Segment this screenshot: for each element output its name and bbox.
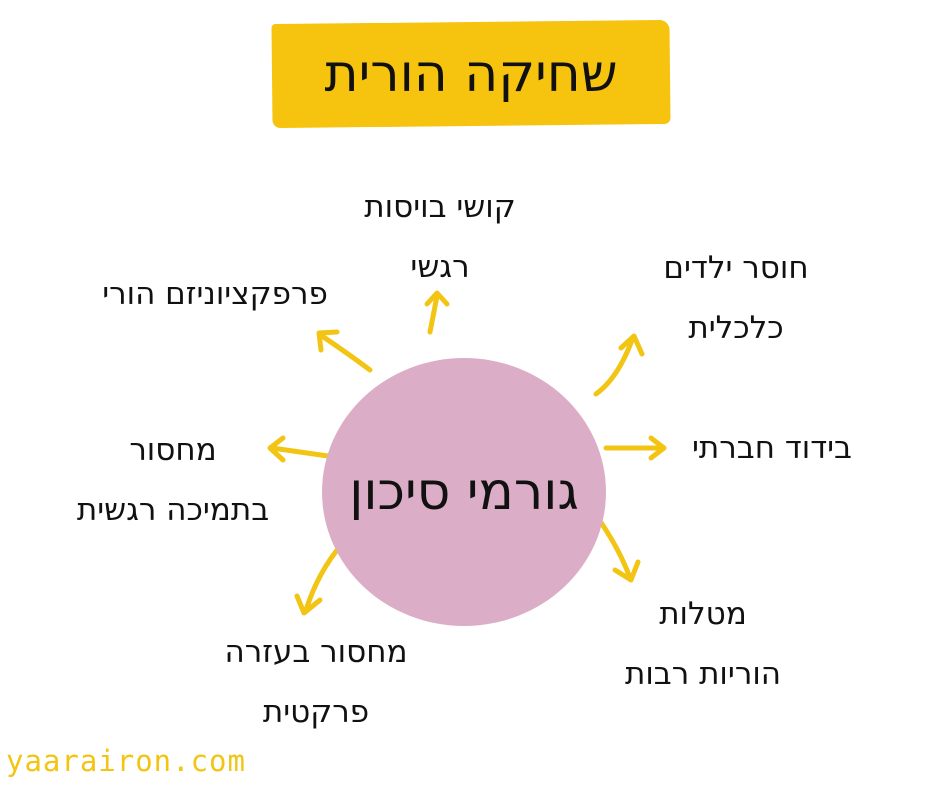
factor-multiple-parental-tasks: מטלות הוריות רבות — [603, 584, 803, 704]
factor-line: קושי בויסות — [364, 189, 516, 225]
arrow-top — [424, 290, 450, 335]
factor-lack-of-practical-help: מחסור בעזרה פרקטית — [196, 622, 436, 742]
arrow-lower-right — [595, 515, 641, 583]
factor-line: פרקטית — [262, 694, 370, 730]
factor-line: פרפקציוניזם הורי — [102, 276, 328, 312]
factor-social-isolation: בידוד חברתי — [672, 418, 872, 478]
page-title: שחיקה הורית — [324, 44, 618, 104]
factor-line: מחסור — [129, 432, 217, 468]
factor-line: מחסור בעזרה — [224, 634, 408, 670]
factor-line: מטלות — [659, 596, 747, 632]
arrow-upper-right — [593, 333, 645, 397]
factor-parental-perfectionism: פרפקציוניזם הורי — [80, 264, 350, 324]
factor-lack-of-emotional-support: מחסור בתמיכה רגשית — [58, 420, 288, 540]
factor-line: בתמיכה רגשית — [76, 492, 270, 528]
footer-website[interactable]: yaarairon.com — [6, 744, 246, 778]
factor-line: חוסר ילדים — [663, 250, 809, 286]
factor-line: הוריות רבות — [624, 656, 782, 692]
arrow-upper-left — [316, 329, 373, 373]
factor-line: רגשי — [410, 249, 470, 285]
arrow-right — [603, 435, 667, 461]
arrow-left — [267, 435, 331, 463]
factor-line: בידוד חברתי — [692, 430, 852, 466]
center-label: גורמי סיכון — [349, 462, 579, 522]
factor-line: כלכלית — [688, 310, 784, 346]
center-circle — [322, 358, 606, 626]
factor-lack-of-economic-children: חוסר ילדים כלכלית — [636, 238, 836, 358]
factor-emotional-regulation: קושי בויסות רגשי — [340, 177, 540, 297]
